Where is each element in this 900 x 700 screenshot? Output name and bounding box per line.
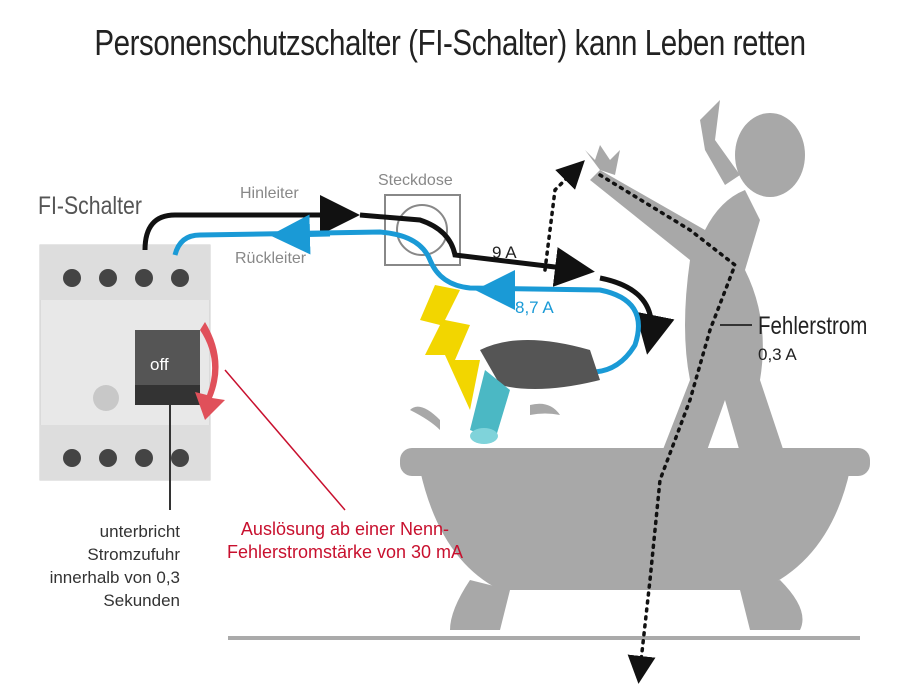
breaker-label: FI-Schalter [38, 192, 142, 220]
trigger-note: Auslösung ab einer Nenn-Fehlerstromstärk… [226, 519, 464, 562]
forward-wire [142, 195, 360, 251]
person-silhouette [585, 100, 805, 470]
return-wire [172, 229, 641, 375]
hair-dryer [410, 340, 600, 444]
page-title: Personenschutzschalter (FI-Schalter) kan… [94, 22, 806, 63]
current-back-label: 8,7 A [515, 298, 554, 317]
switch-label: off [150, 355, 169, 374]
breaker-note: unterbricht Stromzufuhr innerhalb von 0,… [49, 522, 180, 610]
fault-path-up [543, 160, 585, 272]
fault-label: Fehlerstrom [758, 312, 868, 340]
fault-value: 0,3 A [758, 345, 797, 364]
lightning-icon [420, 285, 480, 410]
forward-wire-label: Hinleiter [240, 185, 299, 202]
annotation-line [224, 369, 346, 511]
fault-path-down [598, 173, 738, 684]
return-wire-label: Rückleiter [235, 250, 307, 267]
trip-arrow [195, 322, 225, 420]
fi-breaker [39, 244, 211, 510]
socket-label: Steckdose [378, 172, 453, 189]
current-out-label: 9 A [492, 243, 517, 262]
